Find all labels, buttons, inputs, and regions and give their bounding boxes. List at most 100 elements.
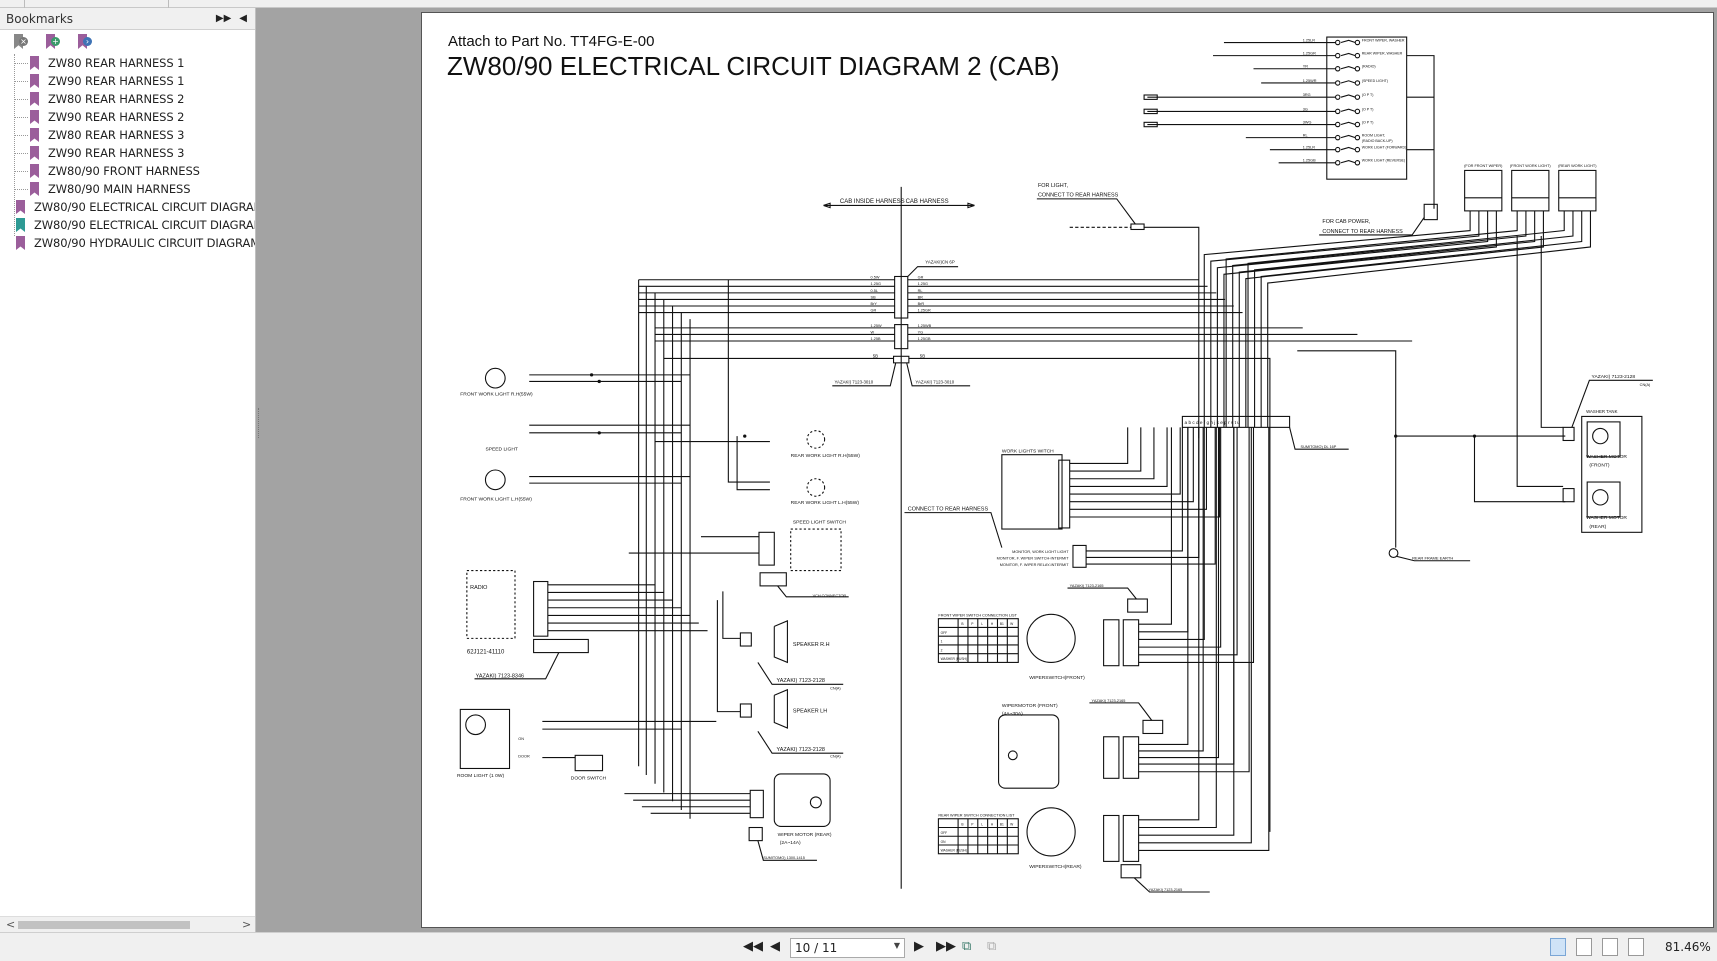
continuous-view-icon[interactable] (1576, 938, 1592, 956)
connector (1103, 619, 1120, 667)
add-bookmark-icon[interactable]: + (46, 34, 60, 50)
scroll-right-icon[interactable]: > (242, 918, 252, 931)
bookmark-label: ZW90 REAR HARNESS 3 (48, 146, 185, 160)
next-view-icon[interactable]: ⧉ (987, 939, 997, 954)
bookmark-item[interactable]: ZW90 REAR HARNESS 1 (14, 72, 255, 90)
wire-code: 1.25G (871, 282, 881, 286)
previous-page-button[interactable]: ◀ (770, 939, 780, 954)
wire (1138, 427, 1250, 773)
previous-view-icon[interactable]: ⧉ (962, 939, 972, 954)
wire (1138, 427, 1189, 745)
bookmark-label: ZW80 REAR HARNESS 2 (48, 92, 185, 106)
table-row-label: WASHER (PUSH) (941, 849, 967, 853)
leader (1289, 427, 1349, 450)
fuse-element (1340, 160, 1356, 164)
bookmark-item[interactable]: ZW80 REAR HARNESS 1 (14, 54, 255, 72)
relay-label: (FRONT WORK LIGHT) (1510, 164, 1552, 168)
leader (757, 840, 817, 861)
tree-connector (14, 62, 28, 64)
connector-label: YAZAKI) 7123-8346 (476, 674, 524, 680)
scroll-left-icon[interactable]: < (6, 918, 16, 931)
wire (1138, 427, 1205, 641)
table-header: L (981, 622, 983, 626)
connector (1122, 619, 1140, 667)
delete-bookmark-icon[interactable]: × (14, 34, 28, 50)
wire-code: 3G (1303, 107, 1308, 111)
monitor-label: MONITOR, F. WIPER SWITCH-INTERMIT (997, 557, 1070, 561)
leader (907, 266, 959, 277)
bookmark-icon (16, 218, 25, 232)
junction-dot (743, 434, 747, 438)
panel-splitter[interactable] (258, 408, 261, 438)
door-switch (574, 754, 604, 772)
leader (832, 362, 897, 387)
bookmark-item[interactable]: ZW80/90 FRONT HARNESS (14, 162, 255, 180)
bookmark-item[interactable]: ZW90 REAR HARNESS 3 (14, 144, 255, 162)
terminal (1130, 223, 1145, 231)
zoom-level[interactable]: 81.46% (1665, 940, 1711, 954)
rear-work-light-lh-label: REAR WORK LIGHT L.H(55W) (791, 500, 860, 506)
fuse-element (1340, 146, 1356, 151)
cab-harness-label: CAB HARNESS (906, 199, 949, 205)
fuse-terminal (1334, 66, 1341, 72)
radio-connector (533, 580, 549, 637)
bookmark-item[interactable]: ZW80/90 ELECTRICAL CIRCUIT DIAGRAM 2 (CA… (14, 216, 255, 234)
speaker-lh-label: SPEAKER LH (793, 709, 827, 715)
connect-rear-label: CONNECT TO REAR HARNESS (1038, 193, 1119, 199)
fuse-label: FRONT WIPER, WASHER (1362, 38, 1405, 42)
tree-connector (14, 188, 28, 190)
page-number-value: 10 / 11 (795, 941, 838, 955)
leader (1067, 587, 1137, 600)
connector-label: YAZAKI) 7123-3010 (915, 380, 954, 385)
page-number-input[interactable]: 10 / 11 ▼ (790, 938, 905, 958)
leader (1571, 379, 1653, 428)
bookmark-item[interactable]: ZW80 REAR HARNESS 2 (14, 90, 255, 108)
connector (1127, 598, 1148, 613)
fuse-terminal (1334, 121, 1341, 128)
speed-light-switch-label: SPEED LIGHT SWITCH (793, 520, 847, 526)
single-page-view-icon[interactable] (1550, 938, 1566, 956)
collapse-panel-icon[interactable]: ◀ (239, 13, 247, 24)
bookmark-icon (30, 74, 39, 88)
door-switch-label: DOOR SWITCH (571, 775, 607, 781)
connector (749, 789, 764, 819)
bookmark-item[interactable]: ZW80/90 HYDRAULIC CIRCUIT DIAGRAM (14, 234, 255, 252)
bookmarks-title: Bookmarks (6, 11, 74, 26)
wire (1216, 210, 1489, 428)
wire-code: 1.25WR (1303, 79, 1317, 83)
junction-dot (1394, 434, 1398, 438)
fuse-terminal (1354, 146, 1361, 153)
fuse-element (1340, 108, 1356, 112)
next-page-button[interactable]: ▶ (914, 939, 924, 954)
wire-code: RL (918, 289, 923, 293)
scrollbar-thumb[interactable] (18, 921, 190, 929)
bookmarks-horizontal-scrollbar[interactable]: < > (0, 916, 255, 932)
first-page-button[interactable]: ◀◀ (743, 939, 763, 954)
continuous-facing-view-icon[interactable] (1628, 938, 1644, 956)
earth-label: REAR FRAME EARTH (1412, 556, 1453, 561)
speed-light-switch (790, 528, 842, 572)
goto-bookmark-icon[interactable]: › (78, 34, 92, 50)
fuse-terminal (1354, 39, 1361, 46)
bookmark-item[interactable]: ZW90 REAR HARNESS 2 (14, 108, 255, 126)
wire-code: 1.25LR (1303, 146, 1316, 150)
bookmark-item[interactable]: ZW80 REAR HARNESS 3 (14, 126, 255, 144)
cab-power-connector (1423, 203, 1438, 221)
bookmark-label: ZW80/90 MAIN HARNESS (48, 182, 191, 196)
connector-label: YAZAKI) 7123-2128 (776, 747, 824, 753)
chevron-down-icon[interactable]: ▼ (893, 941, 900, 950)
fuse-element (1340, 39, 1356, 44)
wire (1540, 236, 1564, 428)
wire (1232, 210, 1527, 428)
wire-code: 1.25GB (918, 337, 931, 341)
facing-view-icon[interactable] (1602, 938, 1618, 956)
expand-panel-icon[interactable]: ▶▶ (215, 13, 232, 24)
wire (1138, 427, 1220, 759)
bookmark-label: ZW80/90 ELECTRICAL CIRCUIT DIAGRAM 1 (34, 200, 255, 214)
part-number: Attach to Part No. TT4FG-E-00 (448, 33, 655, 50)
lamp (465, 714, 487, 736)
bookmark-item[interactable]: ZW80/90 MAIN HARNESS (14, 180, 255, 198)
bookmark-item[interactable]: ZW80/90 ELECTRICAL CIRCUIT DIAGRAM 1 (14, 198, 255, 216)
last-page-button[interactable]: ▶▶ (936, 939, 956, 954)
leader (1396, 555, 1471, 562)
